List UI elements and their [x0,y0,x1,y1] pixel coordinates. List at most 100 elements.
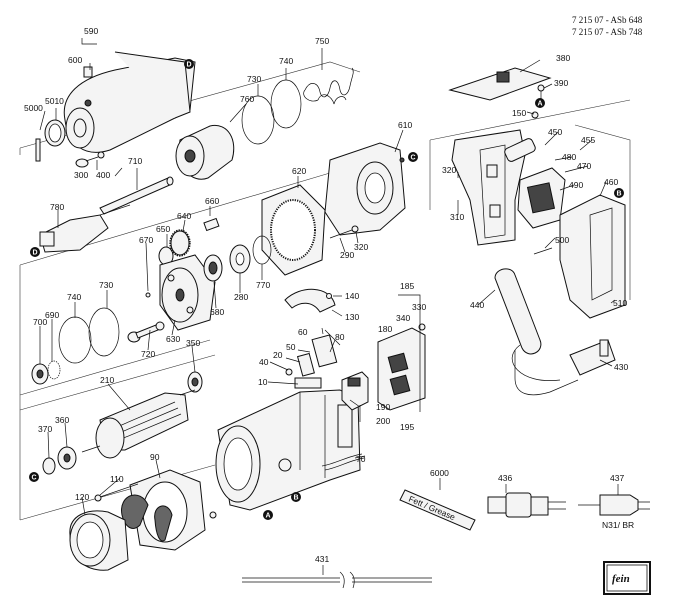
label-436: 436 [498,473,512,483]
label-10: 10 [258,377,268,387]
bracket-185 [398,294,421,412]
marker-c-top: C [408,152,418,162]
label-140: 140 [345,291,359,301]
label-130: 130 [345,312,359,322]
label-400: 400 [96,170,110,180]
label-180: 180 [378,324,392,334]
label-430: 430 [614,362,628,372]
marker-a-handle: A [535,98,545,108]
label-730-upper: 730 [247,74,261,84]
svg-text:D: D [33,250,38,257]
armature-210 [81,389,196,459]
label-510: 510 [613,298,627,308]
handle-shell-460 [559,194,626,319]
screw-300 [75,151,105,168]
label-190: 190 [376,402,390,412]
label-740-lower: 740 [67,292,81,302]
label-80: 80 [335,332,345,342]
label-90: 90 [150,452,160,462]
svg-text:C: C [411,155,416,162]
label-680: 680 [210,307,224,317]
logo-text: fein [612,573,630,585]
power-cord-430 [514,339,616,396]
cable-70 [321,453,365,471]
label-437: 437 [610,473,624,483]
ring-740-lower [58,316,92,364]
gear-640 [169,229,191,257]
label-480: 480 [562,152,576,162]
label-640: 640 [177,211,191,221]
label-50: 50 [286,342,296,352]
label-630: 630 [166,334,180,344]
label-330: 330 [412,302,426,312]
motor-housing-10 [215,389,361,511]
capacitor-480 [504,138,536,162]
label-660: 660 [205,196,219,206]
label-770: 770 [256,280,270,290]
label-6000: 6000 [430,468,449,478]
clutch-760 [175,124,235,180]
housing-ring-120 [69,510,129,571]
cable-431 [242,571,432,589]
label-120: 120 [75,492,89,502]
marker-d-left: D [30,247,40,257]
label-20: 20 [273,350,283,360]
ring-730-lower [88,307,120,357]
washer-280 [229,244,251,274]
marker-b-handle: B [614,188,624,198]
label-370: 370 [38,424,52,434]
spindle-780 [39,204,131,253]
brush-plate-180 [377,323,426,411]
label-200: 200 [376,416,390,426]
label-650: 650 [156,224,170,234]
screw-320-left [329,225,359,239]
label-690: 690 [45,310,59,320]
label-210: 210 [100,375,114,385]
bearing-700 [31,363,49,385]
label-340: 340 [396,313,410,323]
pin-5000 [35,138,41,162]
label-431: 431 [315,554,329,564]
ring-gear-620 [261,184,326,276]
label-110: 110 [110,474,124,484]
label-5010: 5010 [45,96,64,106]
svg-text:A: A [538,101,543,108]
screw-500 [533,247,553,255]
label-320-left: 320 [354,242,368,252]
label-500: 500 [555,235,569,245]
header-line-1: 7 215 07 - ASb 648 [572,15,643,25]
spindle-710 [99,176,174,215]
screw-110 [94,483,139,502]
svg-text:D: D [187,62,192,69]
label-750: 750 [315,36,329,46]
label-390: 390 [554,78,568,88]
bearing-350 [187,371,203,393]
label-740-upper: 740 [279,56,293,66]
pin-660 [203,217,220,232]
spring-750 [303,67,354,105]
grease-tube-6000: Fett / Grease [399,489,476,531]
washer-370 [42,457,56,475]
label-600: 600 [68,55,82,65]
label-780: 780 [50,202,64,212]
label-380: 380 [556,53,570,63]
label-60: 60 [298,327,308,337]
bearing-680 [203,254,223,282]
marker-b-motor: B [291,492,301,502]
label-720: 720 [141,349,155,359]
label-670: 670 [139,235,153,245]
label-620: 620 [292,166,306,176]
label-730-lower: 730 [99,280,113,290]
ring-5010 [44,119,66,147]
svg-text:B: B [294,495,299,502]
fein-logo: fein [603,561,651,595]
label-350: 350 [186,338,200,348]
marker-c-left: C [29,472,39,482]
label-195: 195 [400,422,414,432]
screw-150 [531,111,539,119]
svg-text:C: C [32,475,37,482]
label-360: 360 [55,415,69,425]
switch-unit-490 [517,167,566,229]
label-185: 185 [400,281,414,291]
